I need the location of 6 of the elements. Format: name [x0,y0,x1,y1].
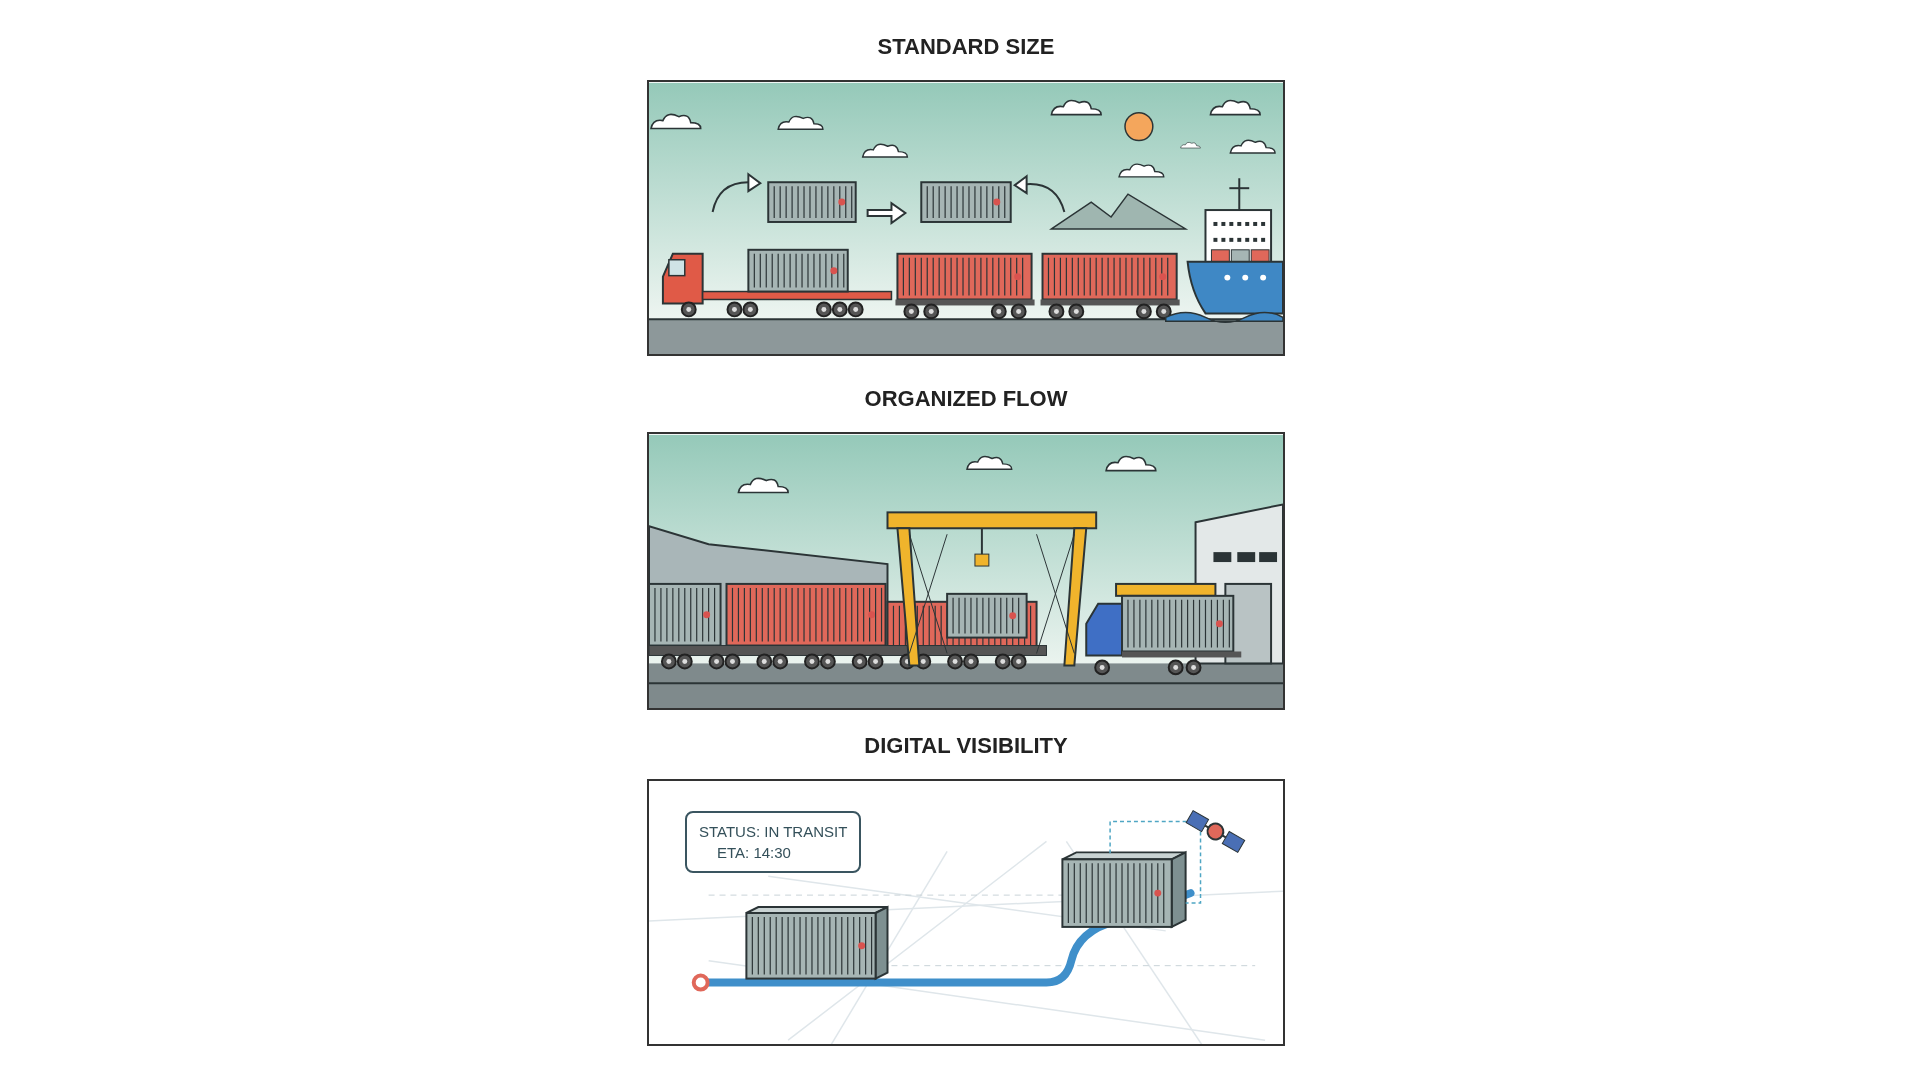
status-box [685,811,862,873]
eta-text: ETA: 14:30 [716,843,792,863]
panel-heading: DIGITAL VISIBILITY [864,733,1068,759]
panel-heading: STANDARD SIZE [877,34,1055,60]
panel-heading: ORGANIZED FLOW [864,386,1068,412]
status-text: STATUS: IN TRANSIT [699,822,848,842]
